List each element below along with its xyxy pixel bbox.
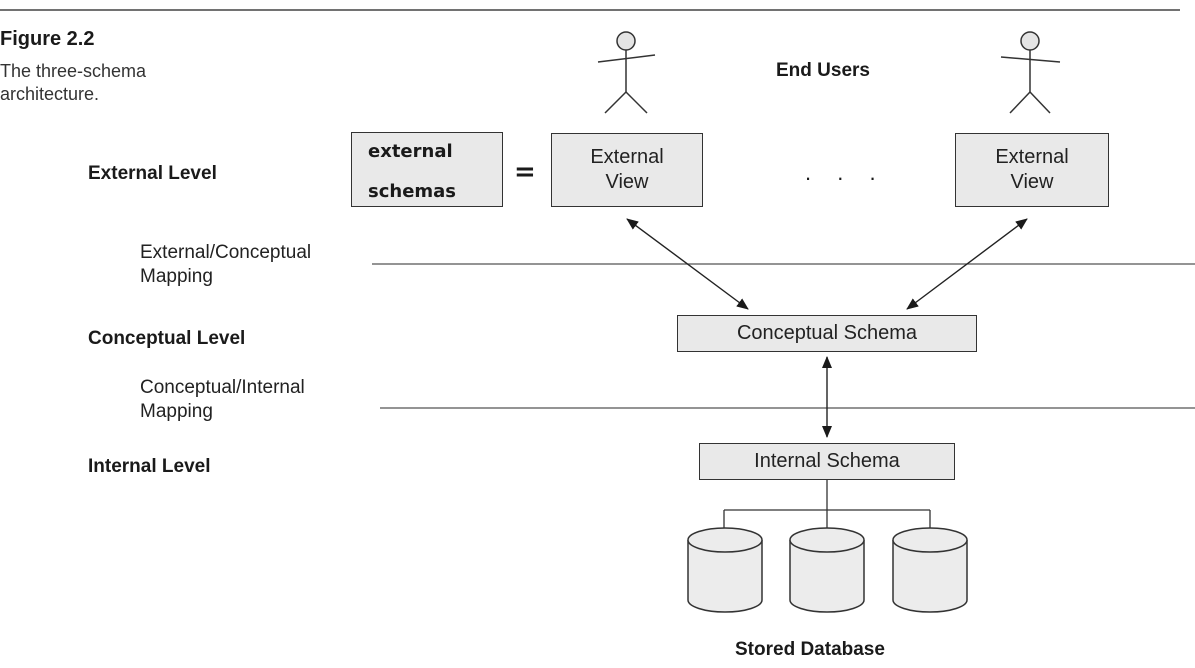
note-line-1: external (368, 141, 453, 162)
end-users-label: End Users (776, 60, 870, 81)
user-icon (597, 31, 656, 114)
external-level-label: External Level (88, 163, 217, 184)
mapping-line-2: Mapping (140, 401, 213, 423)
equals-sign: = (514, 157, 536, 187)
view-line-1: External (995, 146, 1069, 168)
figure-caption: The three-schema architecture. (0, 61, 147, 105)
conceptual-schema-box: Conceptual Schema (677, 315, 977, 352)
note-line-2: schemas (368, 181, 457, 202)
mapping-line-1: Conceptual/Internal (140, 377, 305, 398)
external-schemas-note: external schemas (351, 132, 503, 207)
internal-level-label: Internal Level (88, 456, 211, 477)
external-view-box-1: External View (551, 133, 703, 207)
conceptual-internal-mapping-label: Conceptual/Internal Mapping (140, 376, 305, 425)
database-connectors (723, 480, 931, 528)
view-line-1: External (590, 146, 664, 168)
external-conceptual-mapping-label: External/Conceptual Mapping (140, 241, 311, 290)
internal-schema-label: Internal Schema (754, 450, 900, 472)
figure-number: Figure 2.2 (0, 28, 95, 50)
external-view-box-2: External View (955, 133, 1109, 207)
database-cylinder-icon (892, 527, 968, 613)
database-cylinder-icon (789, 527, 865, 613)
conceptual-schema-label: Conceptual Schema (736, 322, 918, 344)
external-conceptual-arrow-2 (906, 218, 1028, 310)
database-cylinder-icon (687, 527, 763, 613)
conceptual-level-label: Conceptual Level (88, 328, 246, 349)
mapping-line-2: Mapping (140, 266, 213, 288)
mapping-line-1: External/Conceptual (140, 242, 312, 263)
view-line-2: View (605, 171, 649, 193)
internal-schema-box: Internal Schema (699, 443, 955, 480)
user-icon (1000, 31, 1061, 114)
external-conceptual-arrow-1 (626, 218, 749, 310)
view-line-2: View (1010, 171, 1054, 193)
ellipsis: . . . (805, 160, 886, 185)
stored-database-label: Stored Database (735, 639, 885, 660)
